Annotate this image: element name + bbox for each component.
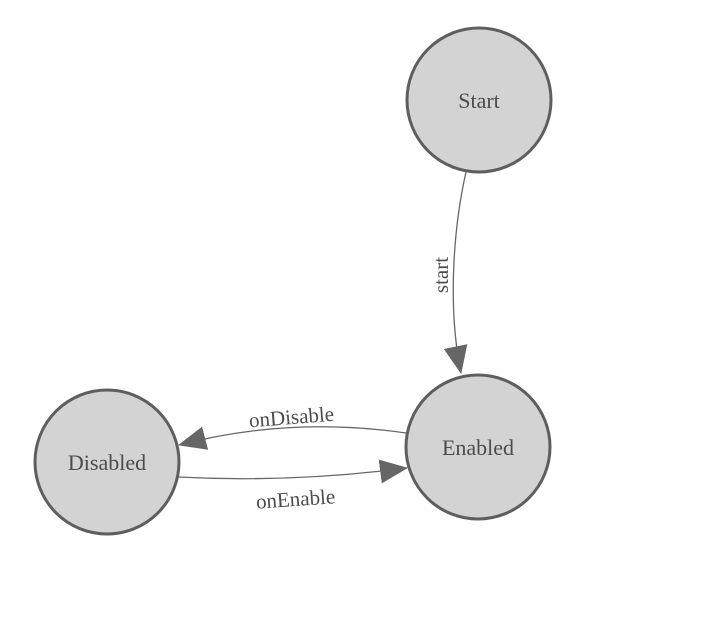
node-label-start: Start xyxy=(458,88,500,113)
edge-start-to-enabled[interactable]: start xyxy=(429,171,468,374)
node-circle-disabled[interactable] xyxy=(33,388,181,536)
edge-disabled-to-enabled[interactable]: onEnable xyxy=(177,459,408,514)
node-label-enabled: Enabled xyxy=(442,435,514,460)
node-disabled[interactable]: Disabled xyxy=(33,388,181,536)
node-label-disabled: Disabled xyxy=(68,450,146,475)
edge-enabled-to-disabled[interactable]: onDisable xyxy=(178,402,407,450)
edge-line-onenable[interactable] xyxy=(177,459,408,484)
edge-line-ondisable[interactable] xyxy=(178,426,407,450)
edge-label-start: start xyxy=(429,257,453,293)
node-enabled[interactable]: Enabled xyxy=(404,373,552,521)
node-circle-enabled[interactable] xyxy=(404,373,552,521)
node-start[interactable]: Start xyxy=(405,26,553,174)
edge-line-start[interactable] xyxy=(443,171,468,374)
edge-label-onenable: onEnable xyxy=(255,484,336,513)
edge-label-ondisable: onDisable xyxy=(248,402,335,433)
node-circle-start[interactable] xyxy=(405,26,553,174)
